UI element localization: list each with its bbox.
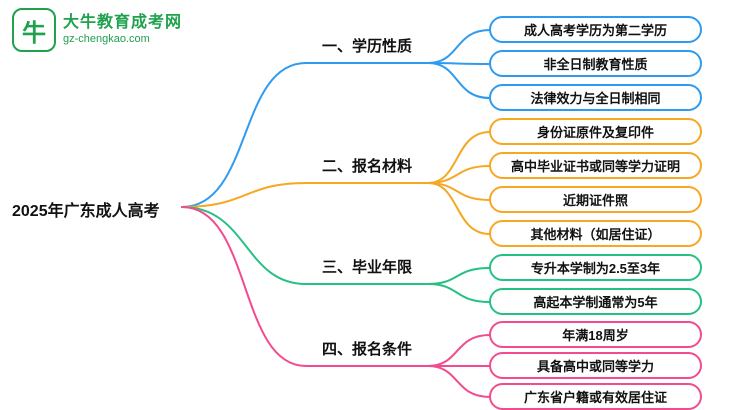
leaf-node: 具备高中或同等学力 xyxy=(489,352,702,379)
leaf-node: 高中毕业证书或同等学力证明 xyxy=(489,152,702,179)
bull-icon-glyph: 牛 xyxy=(22,19,46,47)
leaf-node: 非全日制教育性质 xyxy=(489,50,702,77)
logo-title: 大牛教育成考网 xyxy=(63,14,183,32)
site-logo: 牛 大牛教育成考网 gz-chengkao.com xyxy=(12,8,182,52)
logo-text: 大牛教育成考网 gz-chengkao.com xyxy=(63,13,182,47)
leaf-node: 法律效力与全日制相同 xyxy=(489,84,702,111)
logo-subtitle: gz-chengkao.com xyxy=(63,33,150,46)
leaf-node: 年满18周岁 xyxy=(489,321,702,348)
leaf-node: 近期证件照 xyxy=(489,186,702,213)
leaf-node: 其他材料（如居住证） xyxy=(489,220,702,247)
branch-node-2: 二、报名材料 xyxy=(306,156,428,184)
branch-node-3: 三、毕业年限 xyxy=(306,257,428,285)
bull-icon: 牛 xyxy=(12,8,56,52)
root-node: 2025年广东成人高考 xyxy=(12,203,160,220)
leaf-node: 专升本学制为2.5至3年 xyxy=(489,254,702,281)
leaf-node: 高起本学制通常为5年 xyxy=(489,288,702,315)
leaf-node: 身份证原件及复印件 xyxy=(489,118,702,145)
branch-node-1: 一、学历性质 xyxy=(306,36,428,64)
leaf-node: 广东省户籍或有效居住证 xyxy=(489,383,702,410)
branch-node-4: 四、报名条件 xyxy=(306,339,428,367)
leaf-node: 成人高考学历为第二学历 xyxy=(489,16,702,43)
